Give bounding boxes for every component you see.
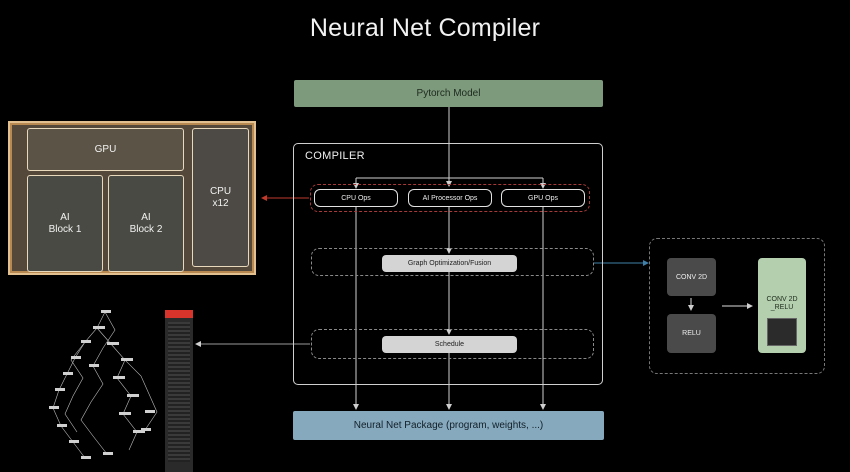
gpu-block: GPU: [27, 128, 184, 171]
relu-node: RELU: [667, 314, 716, 353]
ai-processor-ops-node: AI Processor Ops: [408, 189, 492, 207]
relu-label: RELU: [682, 330, 701, 337]
gpu-block-label: GPU: [94, 143, 117, 155]
neural-net-package-box: Neural Net Package (program, weights, ..…: [293, 411, 604, 440]
neural-net-package-label: Neural Net Package (program, weights, ..…: [353, 420, 544, 431]
cpu-block: CPU x12: [192, 128, 249, 267]
timeline-marker: [165, 310, 193, 318]
conv2d-node: CONV 2D: [667, 258, 716, 296]
fused-label-line2: _RELU: [770, 304, 794, 311]
ai-block-2-label-line2: Block 2: [129, 223, 163, 235]
graph-optimization-node: Graph Optimization/Fusion: [382, 255, 517, 272]
fused-label-line1: CONV 2D: [766, 296, 798, 303]
fusion-arrows: [688, 298, 753, 311]
gpu-ops-label: GPU Ops: [528, 194, 558, 202]
ops-row: [310, 184, 590, 212]
conv2d-label: CONV 2D: [675, 273, 708, 281]
cpu-ops-node: CPU Ops: [314, 189, 398, 207]
pytorch-model-box: Pytorch Model: [294, 80, 603, 107]
schedule-trace-graph: [49, 310, 158, 459]
ai-block-1-label-line2: Block 1: [48, 223, 82, 235]
cpu-ops-label: CPU Ops: [341, 194, 371, 202]
compiler-container: [293, 143, 603, 385]
cpu-block-label-line1: CPU: [209, 185, 232, 197]
gpu-ops-node: GPU Ops: [501, 189, 585, 207]
ai-block-2: AI Block 2: [108, 175, 184, 272]
schedule-timeline-bar: [165, 310, 193, 472]
compiler-label: COMPILER: [305, 150, 365, 162]
pytorch-model-label: Pytorch Model: [416, 88, 481, 99]
schedule-label: Schedule: [434, 341, 465, 348]
chip-die-image: GPU CPU x12 AI Block 1 AI Block 2: [8, 121, 256, 275]
fusion-example-container: [649, 238, 825, 374]
cpu-block-label-line2: x12: [212, 197, 229, 209]
graph-optimization-row: [311, 248, 594, 276]
schedule-node: Schedule: [382, 336, 517, 353]
chip-thumbnail-icon: [767, 318, 797, 346]
slide-title: Neural Net Compiler: [309, 14, 541, 42]
schedule-row: [311, 329, 594, 359]
timeline-slices: [168, 322, 190, 462]
fused-conv2d-relu-node: CONV 2D _RELU: [758, 258, 806, 353]
ai-block-1-label-line1: AI: [60, 211, 70, 223]
ai-block-2-label-line1: AI: [141, 211, 151, 223]
graph-optimization-label: Graph Optimization/Fusion: [407, 260, 492, 267]
ai-ops-label: AI Processor Ops: [422, 194, 478, 202]
ai-block-1: AI Block 1: [27, 175, 103, 272]
